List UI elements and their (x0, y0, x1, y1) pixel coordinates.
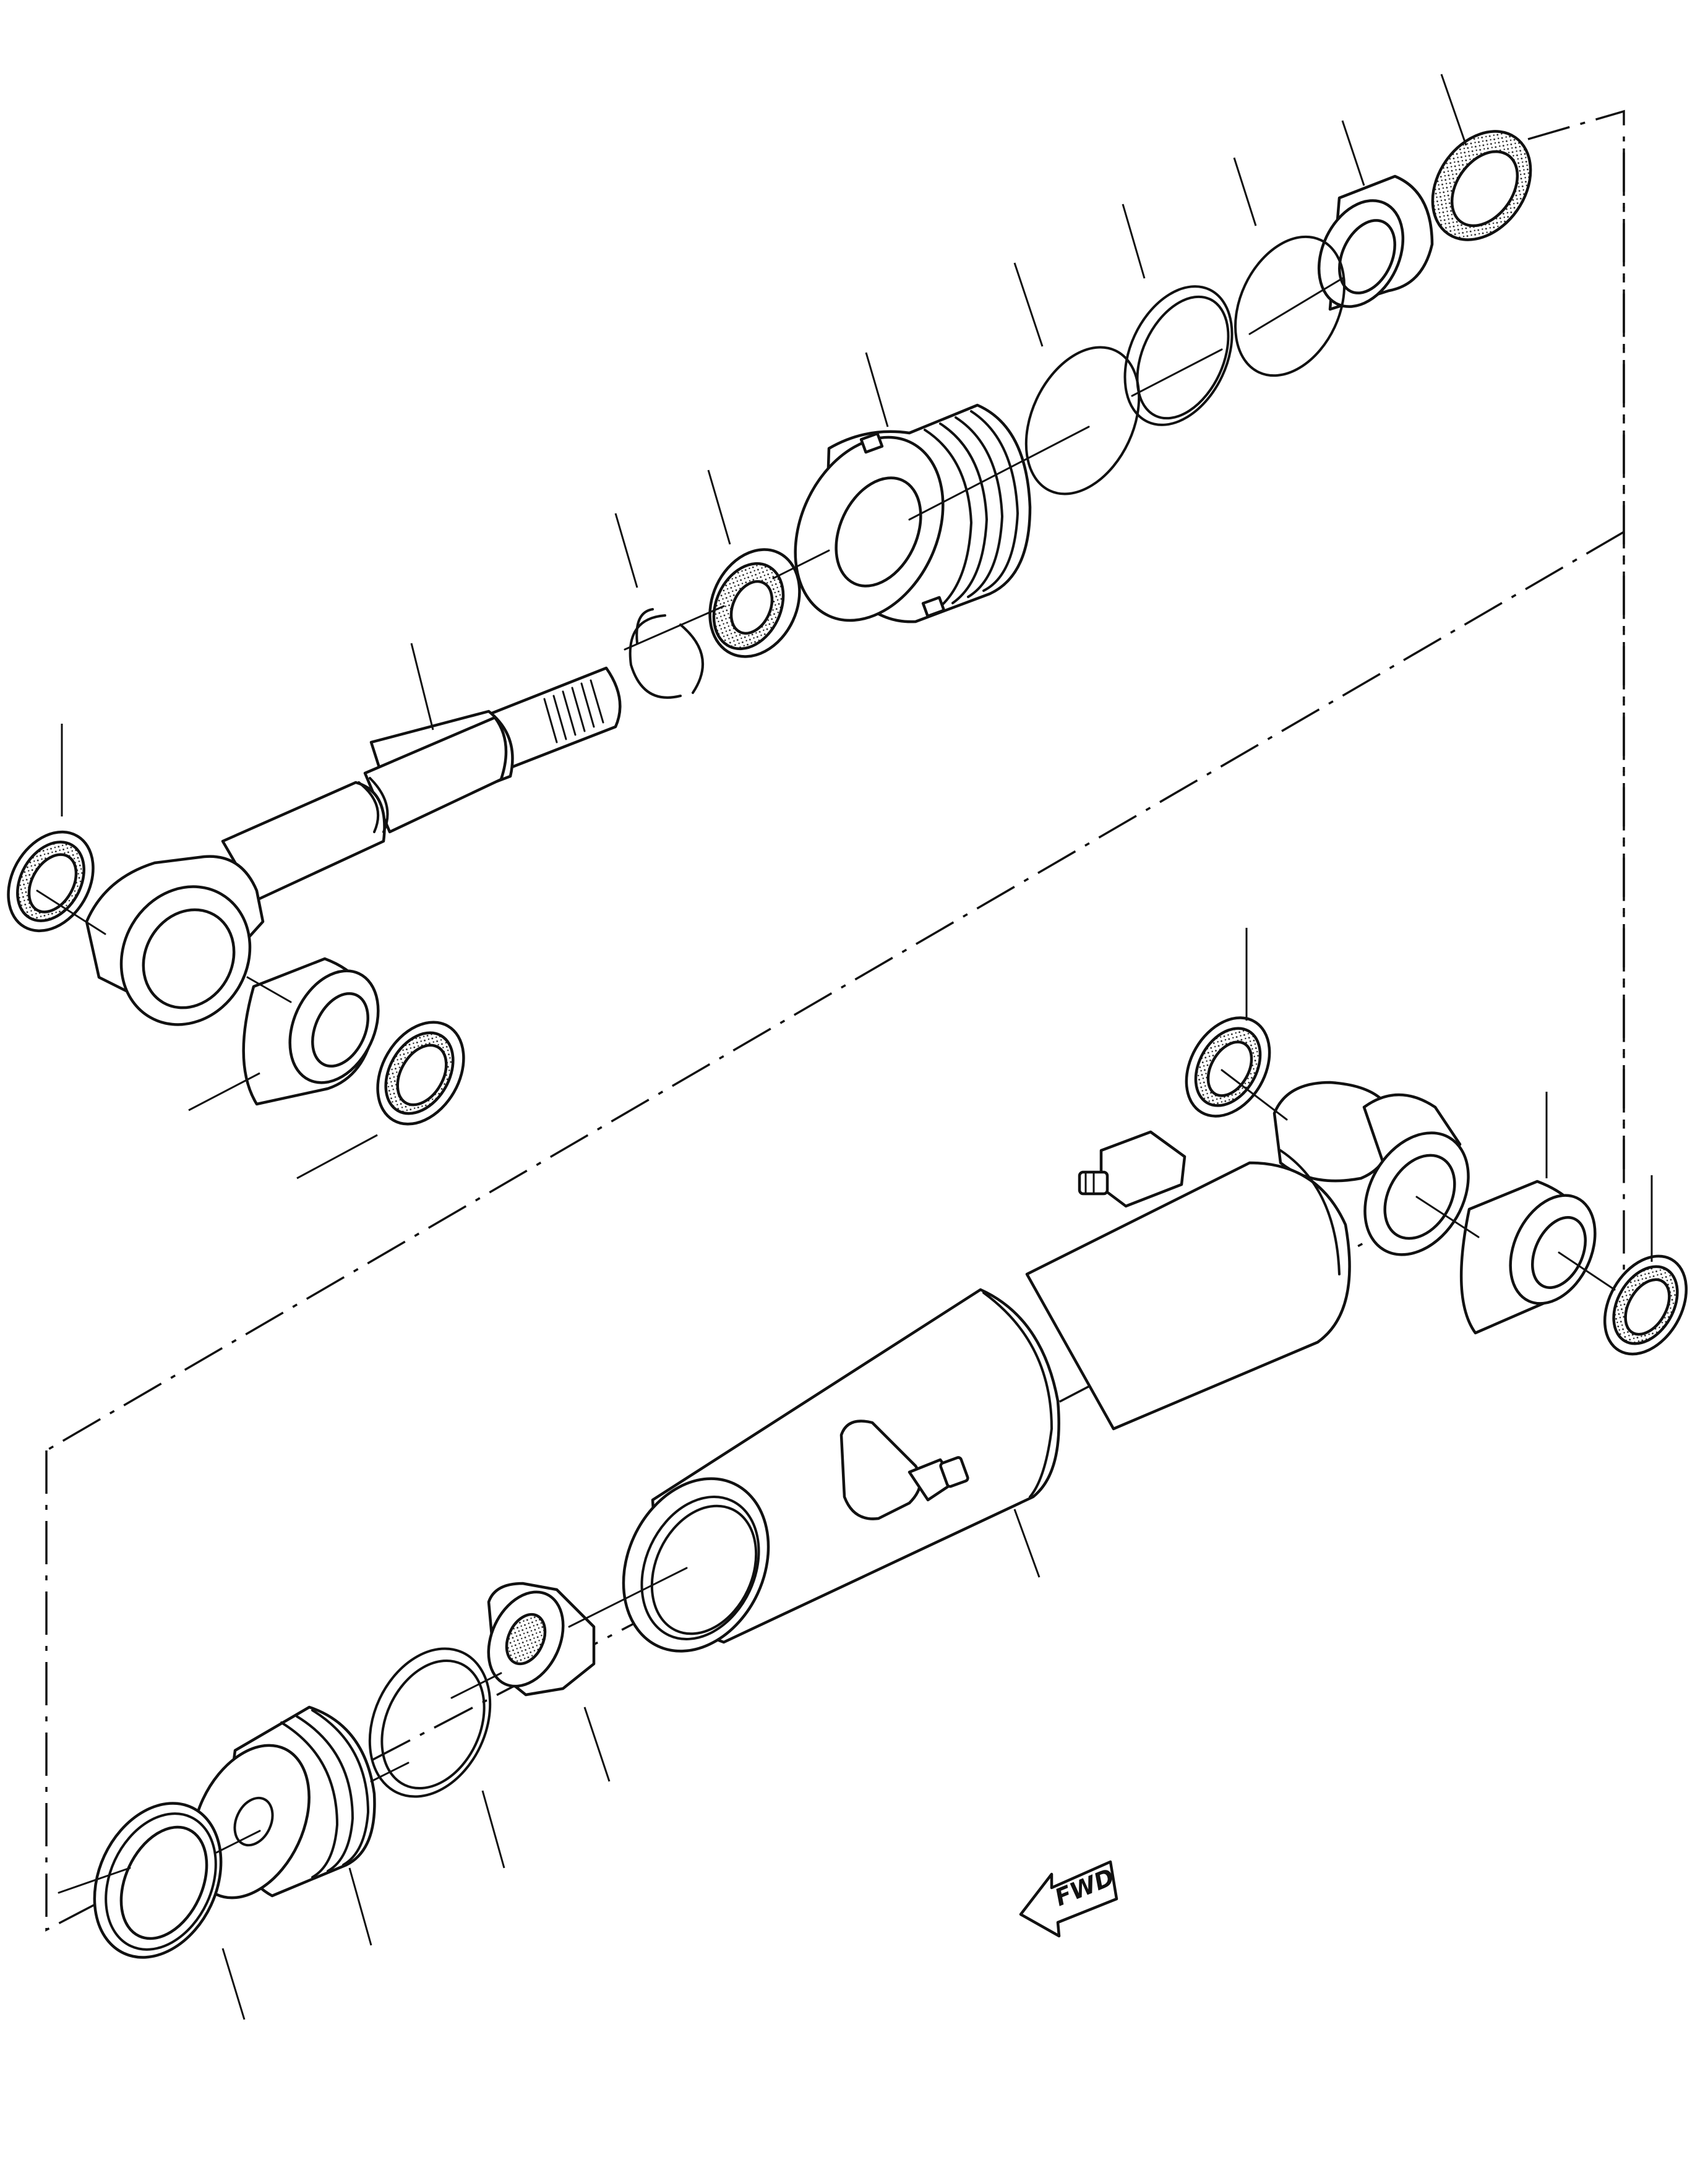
clevis-seal-top (1185, 928, 1271, 1118)
eye-bushing (188, 957, 380, 1112)
o-ring-lower (368, 1647, 505, 1869)
grease-fitting-clevis (1078, 1130, 1187, 1208)
port-elbow-fitting (839, 1420, 1041, 1578)
wiper-seal (1431, 74, 1532, 241)
cylinder-tube-assembly (58, 928, 1688, 2020)
fwd-arrow-icon (1019, 1860, 1118, 1938)
piston-rod-assembly (7, 74, 1532, 1180)
axis-line-tube (58, 1069, 1616, 1894)
eye-seal-left (7, 724, 95, 933)
cylinder-tube (622, 1288, 1060, 1653)
snap-ring (614, 513, 704, 699)
piston-rod (221, 643, 622, 902)
o-ring-piston (1013, 262, 1141, 495)
fwd-direction-indicator: FWD (1019, 1860, 1118, 1938)
axis-line-rod (36, 277, 1344, 1003)
piston (794, 352, 1032, 623)
backup-ring (1122, 203, 1234, 426)
o-ring-large (1233, 157, 1345, 377)
rod-eye (85, 855, 265, 1026)
cap-ring (93, 1802, 246, 2020)
clevis-seal-right (1603, 1175, 1688, 1356)
cylinder-bottom-clevis (1025, 1081, 1470, 1431)
eye-seal-right (296, 1021, 465, 1180)
clevis-bushing (1459, 1092, 1597, 1335)
gland-nut (487, 1582, 611, 1782)
